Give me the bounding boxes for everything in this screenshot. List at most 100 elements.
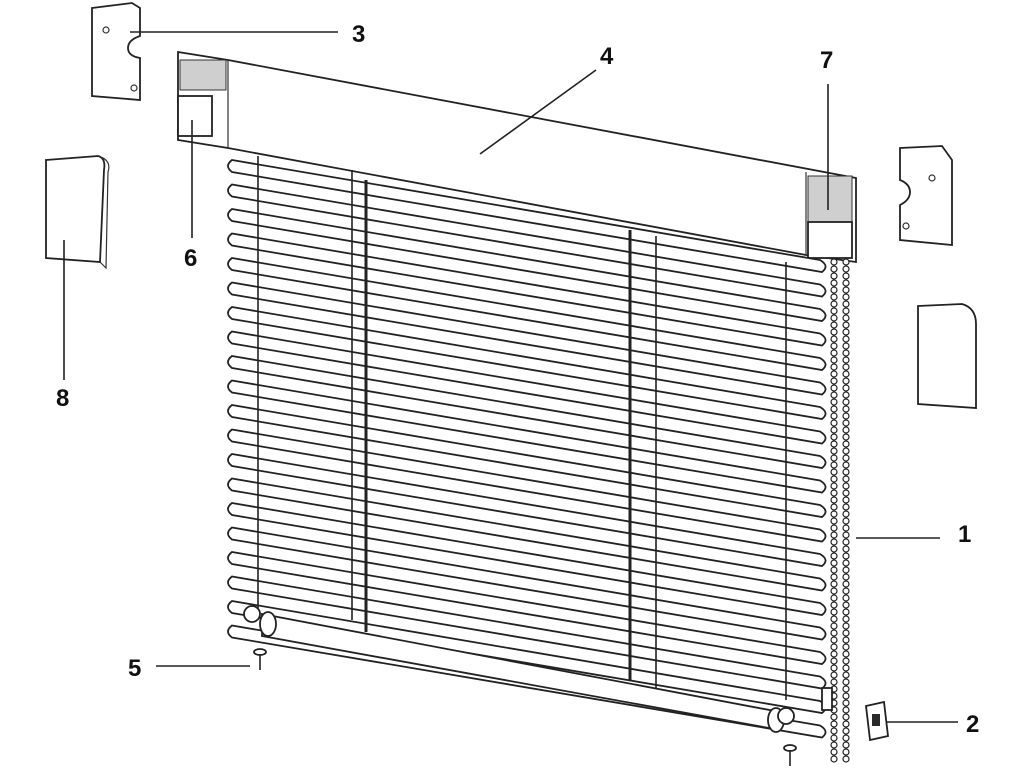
chain-bead	[830, 468, 838, 476]
chain-bead	[830, 727, 838, 735]
chain-bead	[842, 293, 850, 301]
tilt-mechanism-left	[177, 95, 213, 137]
chain-bead	[830, 510, 838, 518]
chain-bead	[830, 370, 838, 378]
slat	[227, 330, 827, 445]
chain-bead	[830, 720, 838, 728]
slat	[227, 477, 827, 592]
slat	[227, 428, 827, 543]
chain-bead	[830, 559, 838, 567]
headrail	[177, 50, 857, 264]
end-cap-bracket-right	[899, 145, 953, 246]
chain-bead	[842, 440, 850, 448]
chain-bead	[830, 713, 838, 721]
chain-bead	[842, 300, 850, 308]
chain-bead	[830, 608, 838, 616]
chain-bead	[830, 258, 838, 266]
slat	[227, 404, 827, 518]
chain-bead	[830, 433, 838, 441]
chain-bead	[842, 580, 850, 588]
headrail-end-left-texture	[179, 59, 227, 91]
chain-bead	[830, 587, 838, 595]
chain-bead	[830, 377, 838, 385]
slat	[227, 453, 827, 567]
chain-bead	[830, 601, 838, 609]
chain-bead	[842, 349, 850, 357]
callout-6: 6	[184, 245, 197, 272]
callout-7: 7	[820, 47, 833, 74]
chain-bead	[842, 524, 850, 532]
chain-bead	[842, 685, 850, 693]
slat	[227, 281, 827, 396]
chain-bead	[842, 720, 850, 728]
chain-bead	[842, 601, 850, 609]
chain-bead	[830, 489, 838, 497]
chain-bead	[830, 622, 838, 630]
chain-bead	[830, 650, 838, 658]
chain-bead	[842, 643, 850, 651]
chain-bead	[842, 482, 850, 490]
chain-bead	[842, 398, 850, 406]
chain-bead	[842, 755, 850, 763]
leader-lines	[63, 31, 958, 723]
chain-bead	[830, 496, 838, 504]
slat	[227, 355, 827, 469]
hold-down-pin-right	[783, 744, 797, 766]
chain-bead	[842, 405, 850, 413]
chain-bead	[830, 629, 838, 637]
chain-bead	[830, 615, 838, 623]
chain-bead	[830, 517, 838, 525]
chain-bead	[842, 706, 850, 714]
chain-bead	[842, 454, 850, 462]
chain-bead	[830, 300, 838, 308]
chain-bead	[830, 426, 838, 434]
chain-bead	[830, 279, 838, 287]
cover-cap-right	[917, 303, 977, 409]
callout-2: 2	[966, 711, 979, 738]
slat	[227, 526, 827, 641]
chain-bead	[830, 321, 838, 329]
chain-bead	[842, 615, 850, 623]
chain-bead	[842, 713, 850, 721]
chain-bead	[830, 447, 838, 455]
chain-bead	[830, 573, 838, 581]
leader-4	[479, 69, 597, 155]
cover-cap-left	[45, 155, 110, 270]
chain-bead	[842, 321, 850, 329]
chain-bead	[842, 622, 850, 630]
chain-bead	[842, 650, 850, 658]
chain-bead	[830, 342, 838, 350]
chain-bead	[842, 629, 850, 637]
chain-bead	[842, 461, 850, 469]
headrail-end-right-texture	[807, 175, 853, 225]
chain-bead	[842, 272, 850, 280]
chain-bead	[842, 741, 850, 749]
chain-bead	[830, 678, 838, 686]
chain-bead	[842, 426, 850, 434]
chain-safety-device	[865, 700, 889, 742]
ladder-cords	[257, 156, 787, 700]
chain-connector	[821, 687, 833, 711]
chain-bead	[830, 503, 838, 511]
slat	[227, 257, 827, 371]
chain-bead	[842, 433, 850, 441]
chain-bead	[830, 636, 838, 644]
chain-bead	[842, 265, 850, 273]
chain-bead	[842, 342, 850, 350]
chain-bead	[830, 657, 838, 665]
callout-3: 3	[352, 21, 365, 48]
chain-bead	[842, 258, 850, 266]
chain-bead	[830, 664, 838, 672]
chain-bead	[842, 678, 850, 686]
gearbox-right	[807, 221, 853, 259]
chain-bead	[842, 447, 850, 455]
chain-bead	[842, 412, 850, 420]
chain-bead	[842, 391, 850, 399]
bead-chain	[830, 258, 850, 763]
chain-bead	[842, 594, 850, 602]
chain-bead	[830, 475, 838, 483]
chain-bead	[830, 482, 838, 490]
slat	[227, 379, 827, 494]
chain-bead	[830, 566, 838, 574]
